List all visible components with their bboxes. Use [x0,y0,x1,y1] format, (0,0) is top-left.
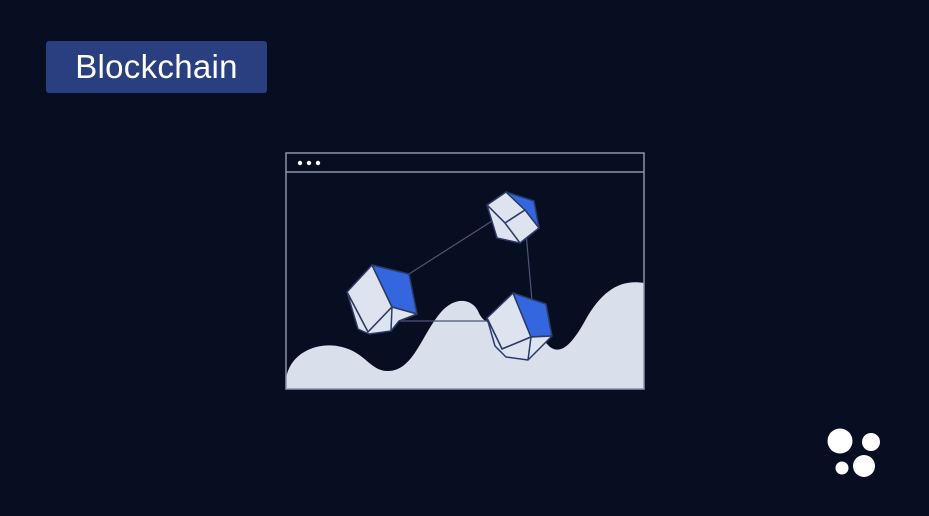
hills-shape [286,282,644,389]
block-cube-icon [486,292,553,361]
chain-link [408,220,493,275]
four-circles-logo-icon [827,428,880,477]
category-tag: Blockchain [46,41,267,93]
window-dot-icon [297,160,303,166]
block-cube-icon [486,191,540,244]
window-dot-icon [306,160,312,166]
blockchain-illustration [285,152,645,390]
block-cube-icon [346,264,418,335]
category-tag-label: Blockchain [75,48,238,85]
browser-window-frame [285,152,645,390]
window-dot-icon [315,160,321,166]
